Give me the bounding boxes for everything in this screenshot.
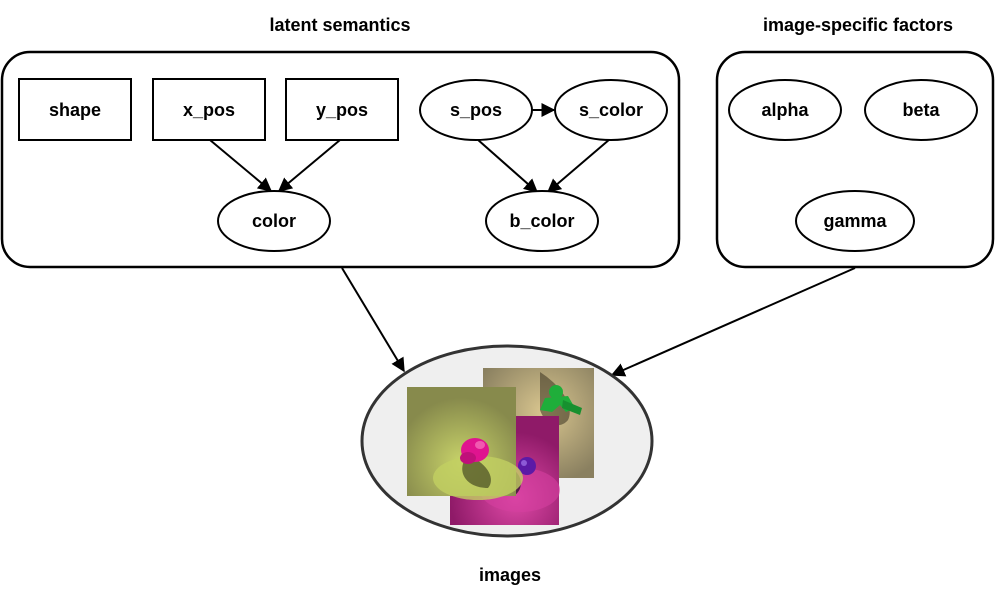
node-s-color-label: s_color — [579, 100, 643, 120]
image-specific-factors-title: image-specific factors — [763, 15, 953, 35]
latent-semantics-title: latent semantics — [269, 15, 410, 35]
edge-xpos-to-color — [209, 139, 273, 192]
node-s-color-ellipse — [554, 79, 668, 141]
node-gamma-label: gamma — [823, 211, 887, 231]
node-y-pos-label: y_pos — [316, 100, 368, 120]
node-s-color: s_color — [554, 79, 668, 141]
node-beta: beta — [864, 79, 978, 141]
edge-spos-to-bcolor — [476, 138, 539, 193]
node-alpha-ellipse — [728, 79, 842, 141]
edge-ypos-to-color — [277, 139, 341, 192]
node-x-pos-box — [152, 78, 266, 141]
node-s-pos-ellipse — [419, 79, 533, 141]
node-s-pos-label: s_pos — [450, 100, 502, 120]
edge-scolor-to-bcolor — [546, 138, 611, 193]
node-b-color: b_color — [485, 190, 599, 252]
node-x-pos-label: x_pos — [183, 100, 235, 120]
node-y-pos: y_pos — [285, 78, 399, 141]
node-gamma-ellipse — [795, 190, 915, 252]
purple-sphere-object — [518, 457, 536, 475]
node-gamma: gamma — [795, 190, 915, 252]
images-title: images — [479, 565, 541, 585]
node-shape: shape — [18, 78, 132, 141]
edge-factors-to-images — [610, 267, 856, 377]
node-b-color-ellipse — [485, 190, 599, 252]
node-shape-box — [18, 78, 132, 141]
green-humanoid-object — [540, 385, 582, 415]
node-alpha: alpha — [728, 79, 842, 141]
edge-latent-to-images — [341, 267, 405, 373]
node-y-pos-box — [285, 78, 399, 141]
node-b-color-label: b_color — [509, 211, 574, 231]
node-color: color — [217, 190, 331, 252]
node-alpha-label: alpha — [761, 100, 809, 120]
node-color-label: color — [252, 211, 296, 231]
node-x-pos: x_pos — [152, 78, 266, 141]
node-shape-label: shape — [49, 100, 101, 120]
front-image — [407, 387, 523, 500]
node-beta-label: beta — [902, 100, 940, 120]
node-s-pos: s_pos — [419, 79, 533, 141]
node-beta-ellipse — [864, 79, 978, 141]
pink-head-object — [460, 438, 489, 464]
node-color-ellipse — [217, 190, 331, 252]
